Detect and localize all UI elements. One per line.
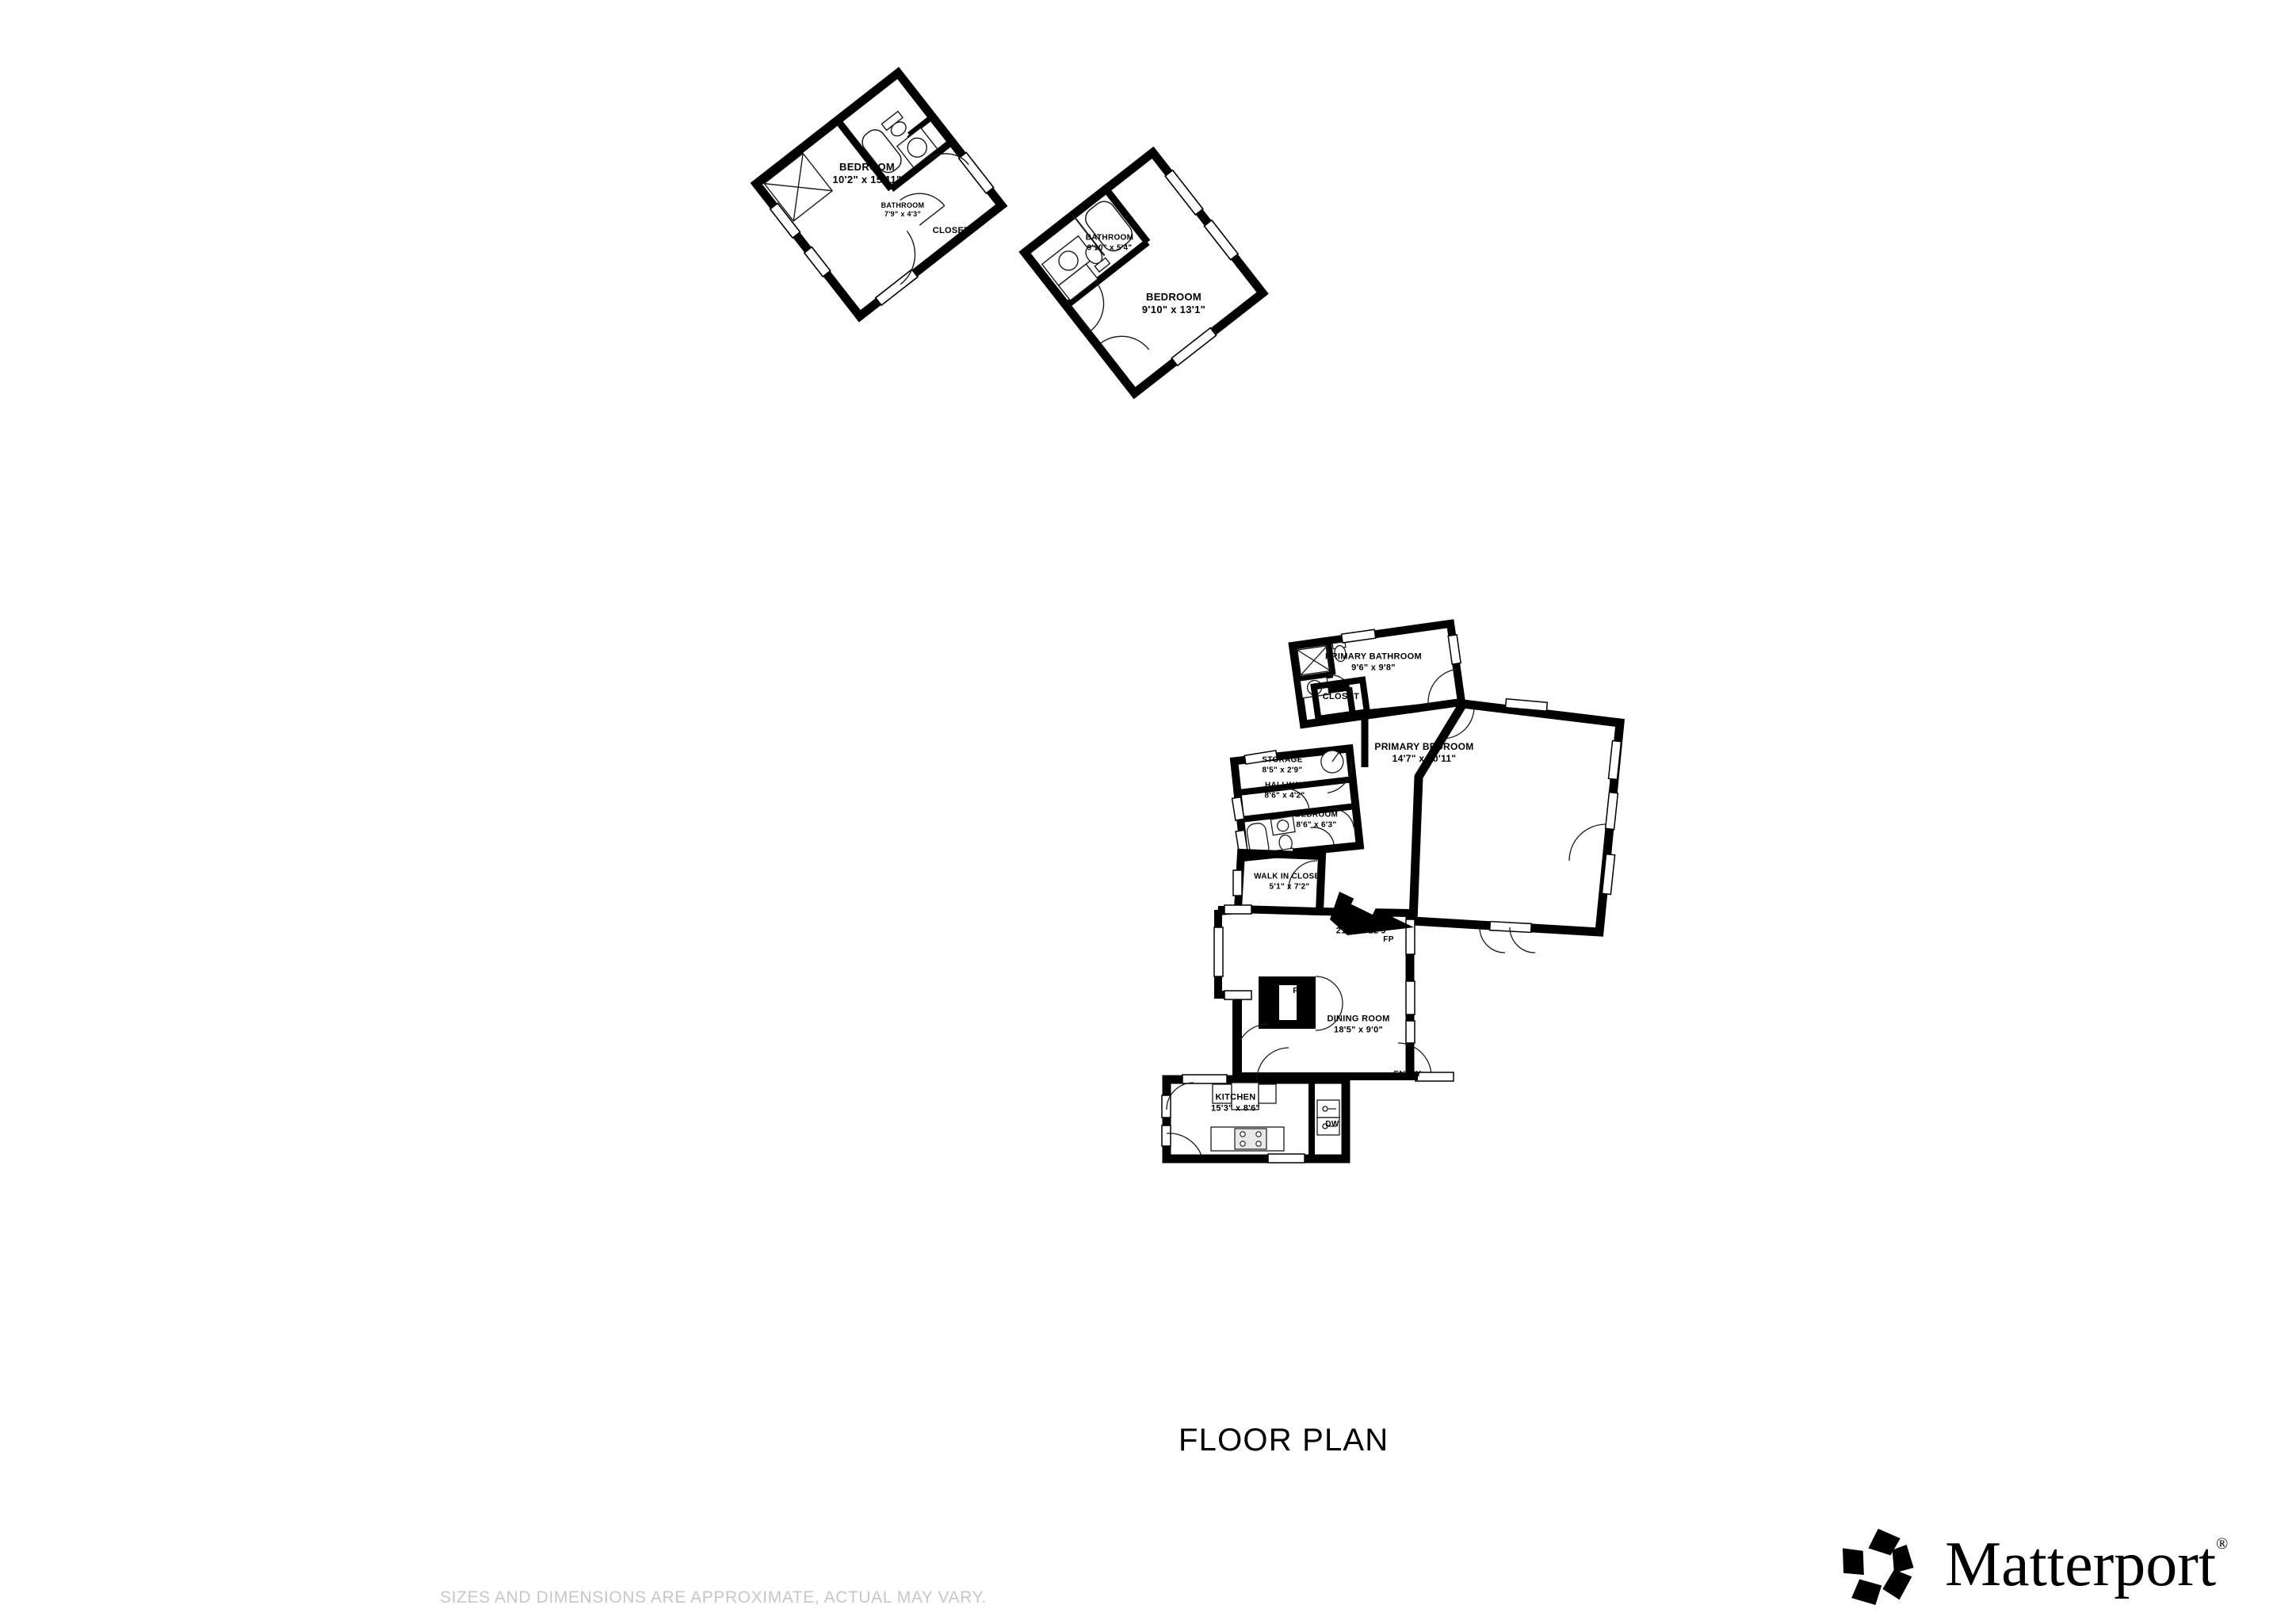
room-dimensions: 21'9" x 22'9"	[1335, 926, 1391, 935]
disclaimer-text: SIZES AND DIMENSIONS ARE APPROXIMATE, AC…	[440, 1588, 987, 1607]
room-name: WALK IN CLOSET	[1254, 872, 1325, 881]
room-dimensions: 15'3" x 8'6"	[1210, 1103, 1261, 1113]
room-name: PRIMARY BEDROOM	[1374, 741, 1474, 752]
room-dimensions: 9'10" x 13'1"	[1141, 304, 1206, 315]
room-dimensions: 8'5" x 2'9"	[1262, 766, 1303, 774]
matterport-wordmark: Matterport®	[1945, 1530, 2229, 1599]
page-title: FLOOR PLAN	[1179, 1423, 1389, 1458]
main-house	[1161, 619, 1626, 1164]
room-name: FP	[1293, 986, 1304, 995]
room-name: DINING ROOM	[1327, 1014, 1390, 1024]
room-dimensions: 9'6" x 9'8"	[1351, 663, 1396, 672]
living-room-fireplace	[1259, 976, 1343, 1031]
room-name: LIVING ROOM	[1332, 915, 1394, 925]
room-dimensions: 9'10" x 5'4"	[1087, 243, 1133, 252]
primary-bedroom-fireplace	[1330, 892, 1414, 935]
room-name: BEDROOM	[1294, 810, 1339, 820]
room-dimensions: 10'2" x 15'11"	[832, 174, 902, 185]
room-dimensions: 7'9" x 4'3"	[884, 210, 922, 218]
room-dimensions: 5'1" x 7'2"	[1269, 882, 1310, 891]
room-label-fp-living: FP	[1293, 987, 1303, 997]
room-dimensions: 14'7" x 20'11"	[1392, 753, 1457, 764]
room-name: BATHROOM	[1085, 233, 1134, 243]
room-name: CLOSET	[1322, 692, 1360, 702]
matterport-pinwheel-icon	[1842, 1528, 1914, 1606]
room-dimensions: 8'6" x 6'3"	[1296, 820, 1337, 829]
room-dimensions: 8'6" x 4'2"	[1264, 791, 1305, 800]
room-name: FP	[1383, 934, 1394, 944]
room-name: DW	[1325, 1119, 1339, 1129]
room-name: KITCHEN	[1215, 1092, 1256, 1102]
detached-unit-2	[1018, 146, 1269, 399]
detached-unit-1	[750, 67, 1008, 323]
matterport-branding: Matterport®	[1836, 1523, 2228, 1612]
room-dimensions: 18'5" x 9'0"	[1333, 1025, 1384, 1034]
room-name: ENTRY	[1393, 1069, 1422, 1079]
room-label-u1-closet: CLOSET	[933, 226, 969, 237]
room-label-m-closet: CLOSET	[1323, 692, 1359, 703]
primary-bedroom-walls	[1408, 697, 1626, 953]
kitchen-walls	[1161, 1023, 1350, 1164]
room-label-m-entry: ENTRY	[1393, 1070, 1421, 1080]
room-name: CLOSET	[932, 226, 970, 236]
room-name: BEDROOM	[839, 160, 895, 173]
room-name: HALLWAY	[1264, 781, 1305, 790]
room-name: BATHROOM	[881, 201, 925, 209]
room-name: PRIMARY BATHROOM	[1325, 652, 1422, 662]
room-name: STORAGE	[1262, 755, 1303, 765]
room-label-fp-primary: FP	[1383, 935, 1393, 946]
room-name: BEDROOM	[1146, 290, 1201, 303]
room-label-dw-kitchen: DW	[1325, 1120, 1339, 1130]
